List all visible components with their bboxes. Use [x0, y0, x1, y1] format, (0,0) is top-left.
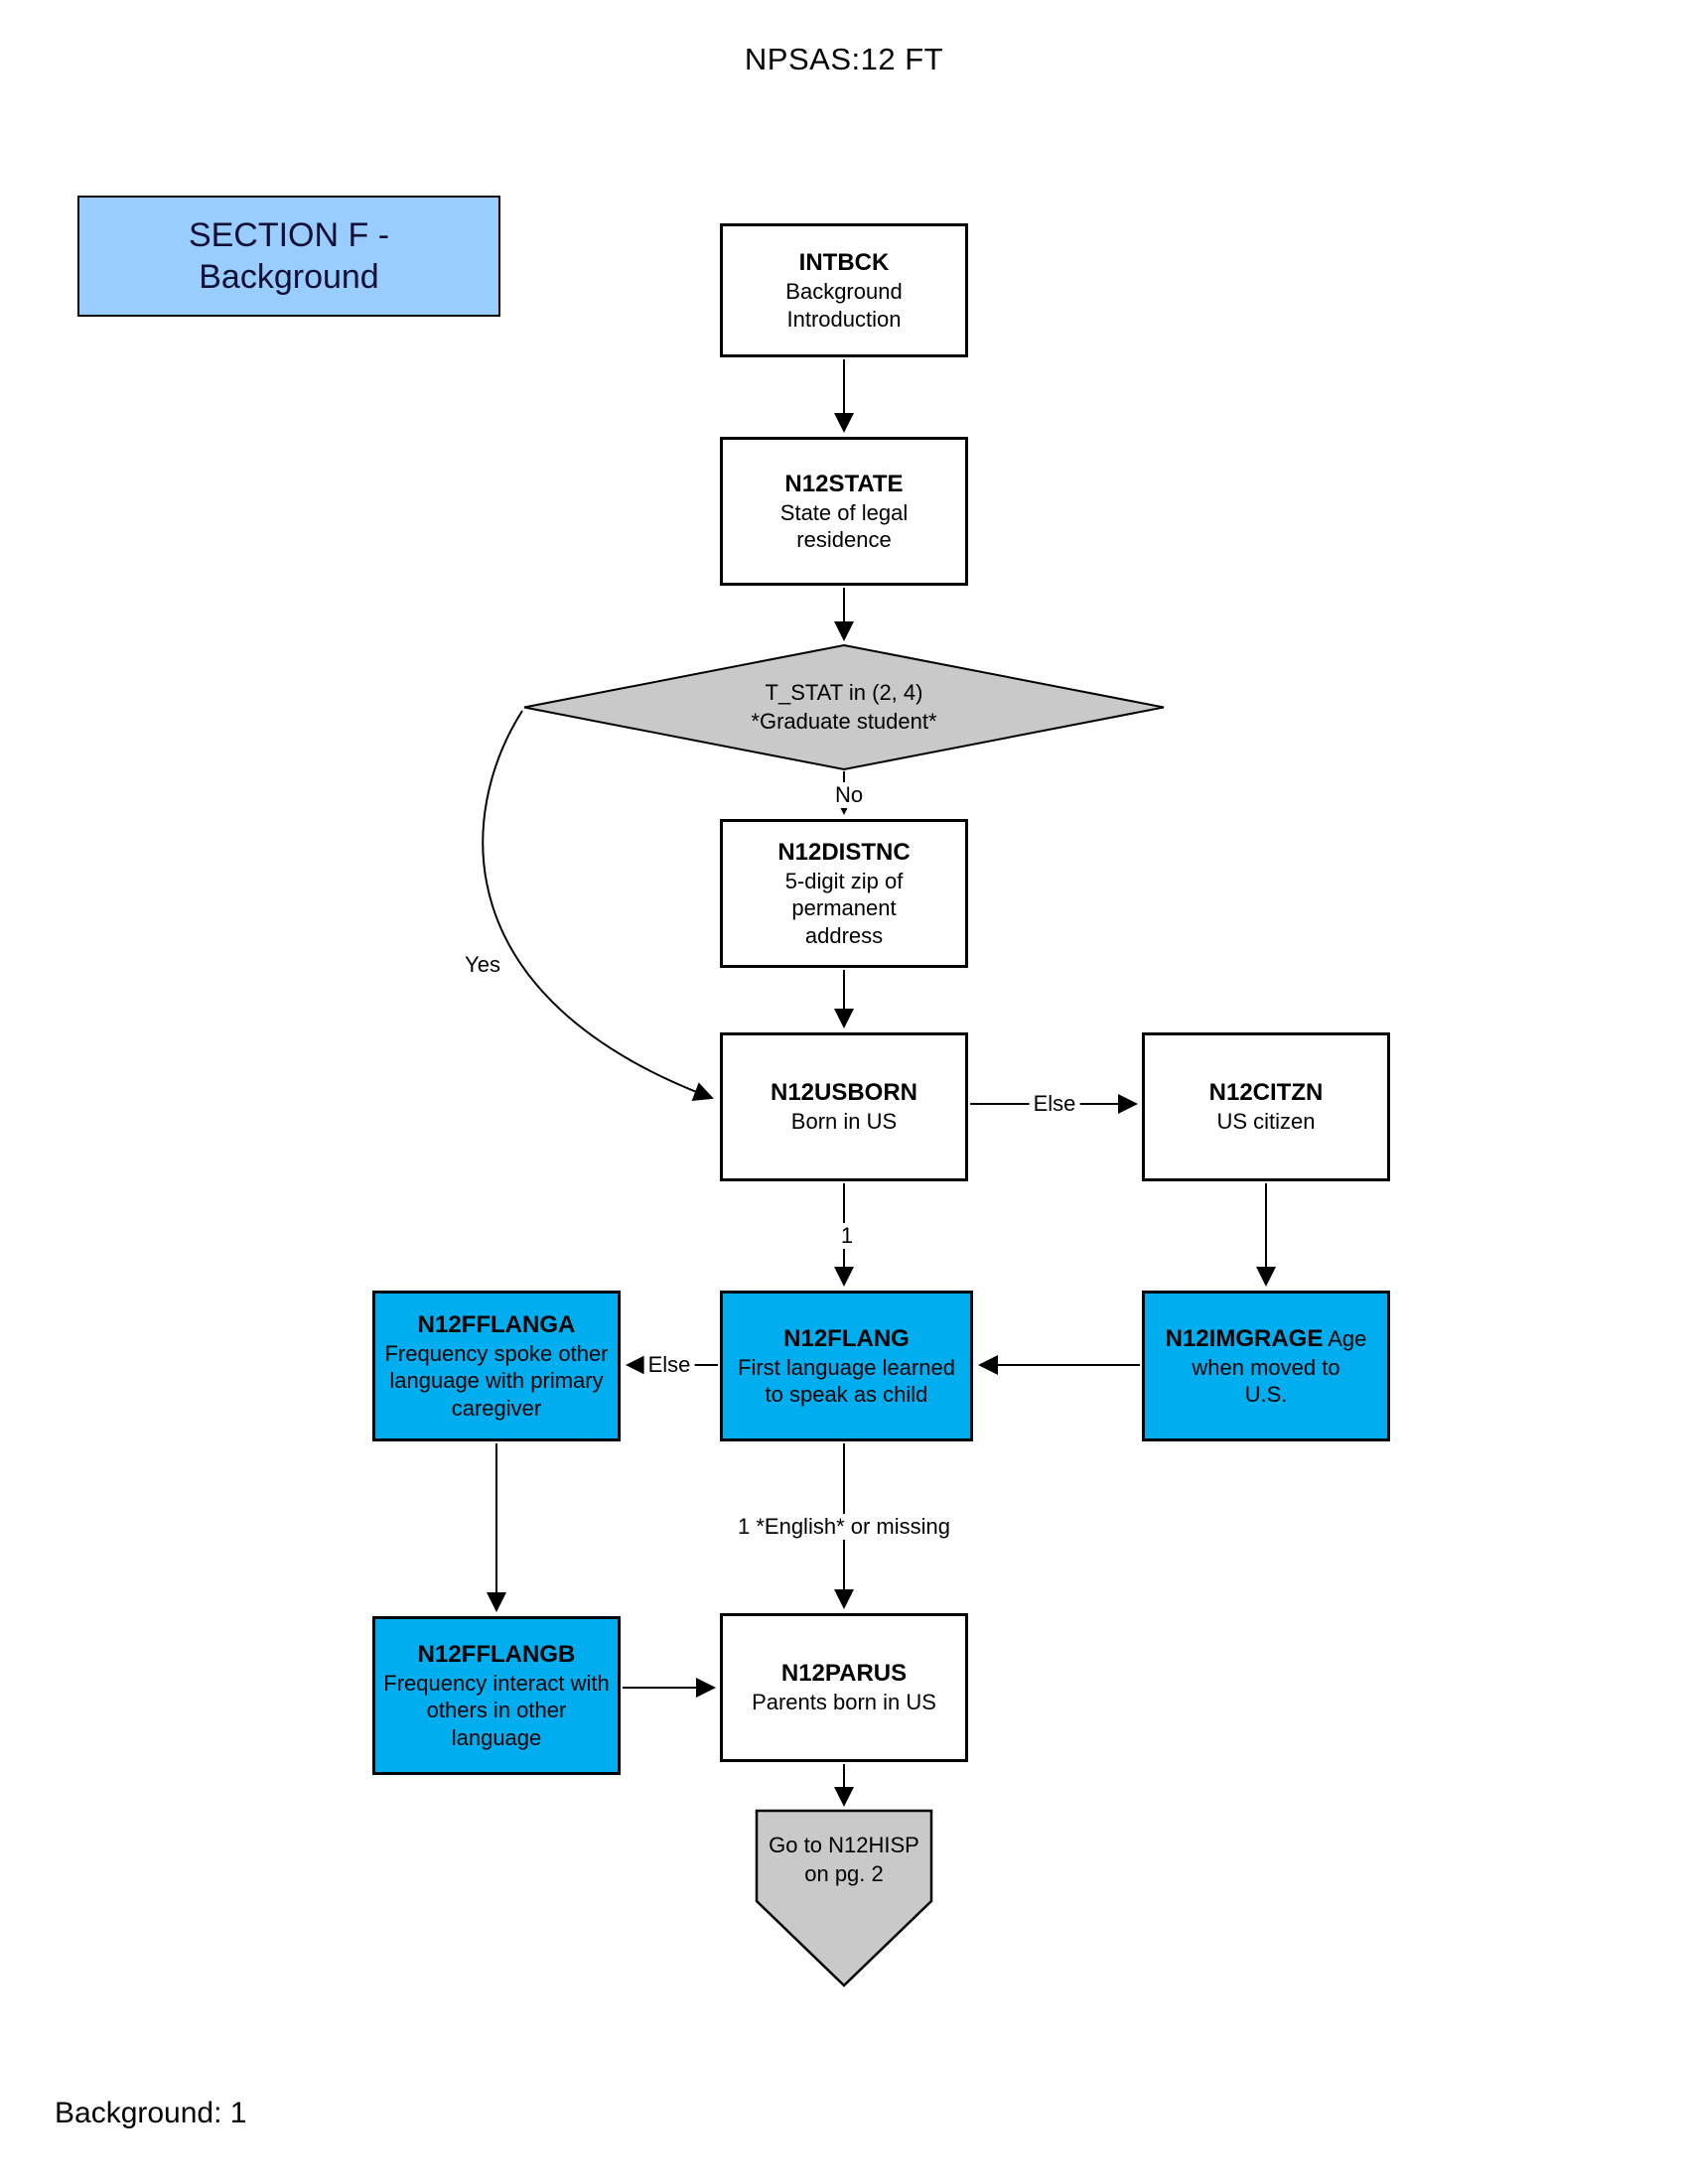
node-n12parus-desc: Parents born in US [752, 1690, 936, 1715]
node-n12fflangb-code: N12FFLANGB [417, 1641, 576, 1669]
node-n12distnc-code: N12DISTNC [777, 839, 911, 867]
node-n12fflanga-code: N12FFLANGA [417, 1311, 576, 1339]
edge-label-else-citzn: Else [1029, 1091, 1080, 1117]
node-n12distnc-desc: 5-digit zip of permanent address [784, 869, 904, 948]
edge-label-english-or-missing: 1 *English* or missing [734, 1514, 954, 1540]
page-footer: Background: 1 [55, 2097, 247, 2129]
node-n12imgrage-code: N12IMGRAGE [1165, 1324, 1324, 1352]
node-n12usborn: N12USBORN Born in US [720, 1032, 968, 1181]
decision-condition: T_STAT in (2, 4) [765, 679, 923, 705]
page-title: NPSAS:12 FT [744, 42, 944, 76]
edge-label-yes: Yes [461, 952, 504, 978]
section-header-box: SECTION F - Background [77, 196, 500, 317]
node-n12parus: N12PARUS Parents born in US [720, 1613, 968, 1762]
node-n12parus-code: N12PARUS [780, 1660, 908, 1688]
node-n12flang: N12FLANG First language learned to speak… [720, 1291, 973, 1441]
node-n12imgrage-desc: Age when moved to U.S. [1192, 1325, 1367, 1407]
node-n12flang-code: N12FLANG [783, 1324, 910, 1352]
node-n12fflanga-desc: Frequency spoke other language with prim… [384, 1341, 609, 1421]
node-n12state-code: N12STATE [784, 470, 904, 497]
node-n12state: N12STATE State of legal residence [720, 437, 968, 586]
node-intbck-code: INTBCK [798, 249, 890, 277]
node-n12state-desc: State of legal residence [779, 499, 909, 552]
node-n12citzn: N12CITZN US citizen [1142, 1032, 1390, 1181]
section-header-label: SECTION F - Background [188, 215, 390, 297]
goto-label: Go to N12HISP on pg. 2 [769, 1833, 919, 1886]
node-n12fflanga: N12FFLANGA Frequency spoke other languag… [372, 1291, 621, 1441]
node-n12usborn-code: N12USBORN [770, 1079, 918, 1107]
node-n12fflangb: N12FFLANGB Frequency interact with other… [372, 1616, 621, 1775]
node-n12imgrage: N12IMGRAGE Age when moved to U.S. [1142, 1291, 1390, 1441]
edge-label-no: No [830, 782, 868, 808]
node-n12fflangb-desc: Frequency interact with others in other … [383, 1671, 610, 1750]
decision-annotation: *Graduate student* [751, 708, 937, 734]
node-n12citzn-desc: US citizen [1216, 1109, 1316, 1135]
node-n12citzn-code: N12CITZN [1208, 1079, 1324, 1107]
node-n12imgrage-text: N12IMGRAGE Age when moved to U.S. [1166, 1324, 1367, 1408]
edge-label-else-fflanga: Else [643, 1352, 695, 1378]
node-n12distnc: N12DISTNC 5-digit zip of permanent addre… [720, 819, 968, 968]
edge-label-1: 1 [836, 1223, 858, 1249]
goto-terminator-text: Go to N12HISP on pg. 2 [761, 1823, 927, 1898]
node-n12flang-desc: First language learned to speak as child [738, 1354, 955, 1407]
node-n12usborn-desc: Born in US [790, 1109, 898, 1135]
decision-diamond-text: T_STAT in (2, 4) *Graduate student* [524, 645, 1164, 769]
node-intbck-desc: Background Introduction [785, 279, 903, 332]
node-intbck: INTBCK Background Introduction [720, 223, 968, 357]
